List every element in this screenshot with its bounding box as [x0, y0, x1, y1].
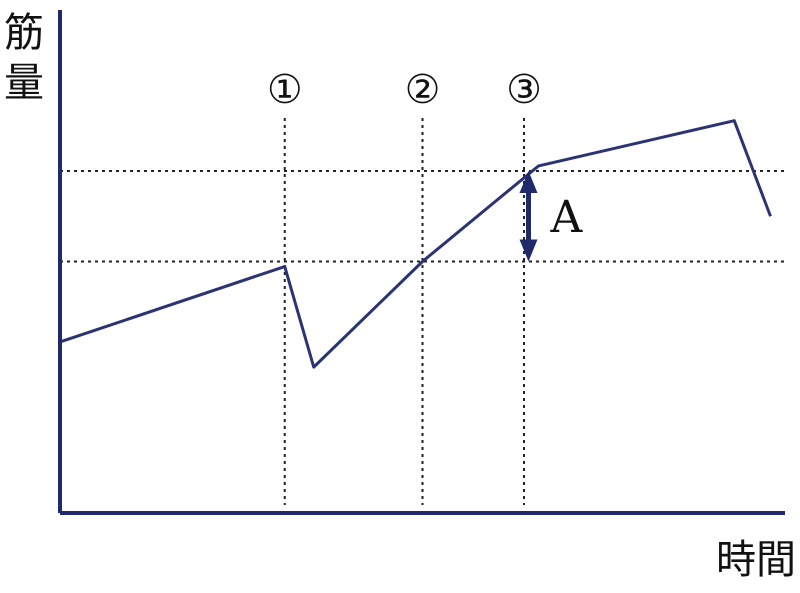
y-axis-label-line-2: 量 — [4, 60, 44, 106]
axis-labels: 筋 量 時間 — [4, 10, 796, 583]
marker-lines — [283, 118, 525, 505]
series-group — [59, 119, 772, 369]
marker-labels: ① ② ③ — [267, 67, 542, 113]
x-axis-label: 時間 — [716, 537, 796, 583]
guide-lines — [60, 169, 785, 263]
annotation-label: A — [550, 192, 584, 243]
annotation-arrow-head-bottom — [519, 239, 538, 262]
marker-label-1: ① — [267, 67, 303, 113]
annotation-group: A — [519, 170, 584, 262]
series-line-1 — [59, 119, 772, 369]
marker-label-3: ③ — [506, 67, 542, 113]
annotation-arrow-head-top — [519, 170, 538, 193]
y-axis-label: 筋 — [4, 10, 44, 56]
axes-group — [58, 10, 785, 515]
marker-label-2: ② — [405, 67, 441, 113]
